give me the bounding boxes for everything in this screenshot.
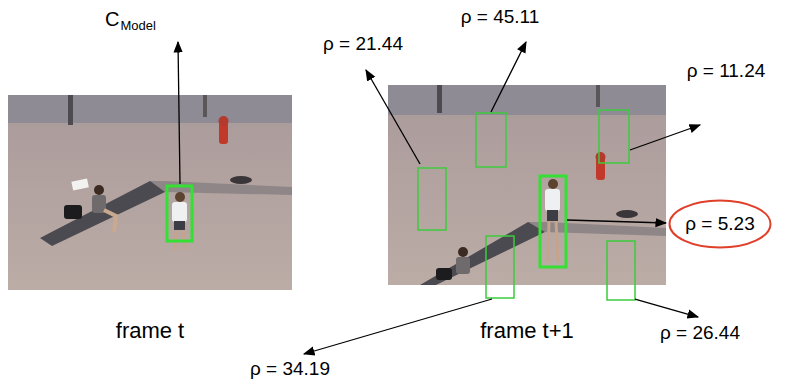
score-label: ρ = 5.23: [685, 213, 754, 235]
score-label: ρ = 34.19: [250, 358, 330, 380]
frame-photo: [8, 95, 292, 290]
score-label: ρ = 11.24: [687, 60, 766, 82]
leader-lines: [178, 42, 700, 354]
frame-caption: frame t+1: [480, 318, 574, 343]
model-subscript: Model: [120, 19, 155, 34]
highlight-ellipse: ρ = 5.23: [668, 199, 772, 249]
model-symbol: C: [105, 8, 119, 31]
score-label: ρ = 26.44: [660, 322, 740, 344]
frame-caption: frame t: [116, 318, 184, 343]
score-label: ρ = 45.11: [461, 6, 540, 28]
score-label: ρ = 21.44: [323, 33, 403, 55]
frame-photo: [388, 85, 666, 300]
